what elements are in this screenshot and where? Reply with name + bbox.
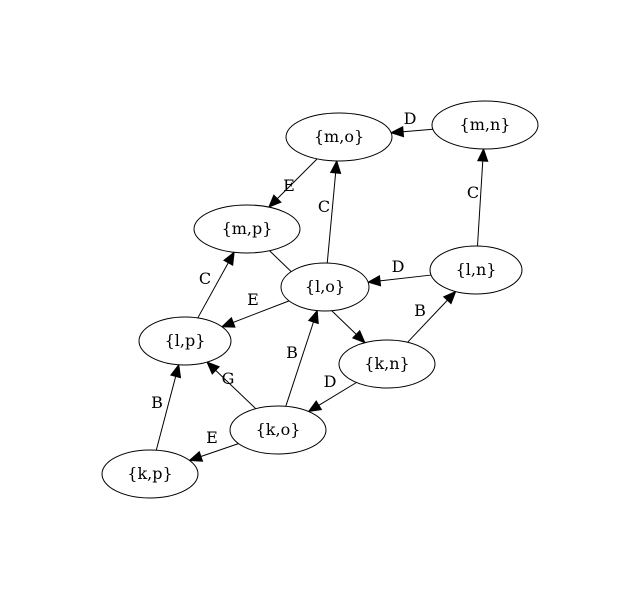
edge-label: C	[318, 197, 330, 216]
edge-label: E	[247, 290, 259, 309]
edge-line	[197, 262, 229, 319]
edge-label: C	[467, 183, 479, 202]
nodes-layer: {m,o} {m,n} {m,p} {l,n} {l,o} {l,p} {k,n} {k,o}…	[101, 100, 539, 499]
edge-label: D	[324, 372, 337, 391]
node-mo: {m,o}	[285, 112, 393, 162]
edge-label: B	[414, 301, 426, 320]
arrowhead-icon	[188, 450, 204, 462]
node-lo: {l,o}	[280, 262, 370, 312]
edge-mn-to-mo: D	[389, 109, 433, 138]
node-ellipse	[429, 245, 523, 295]
edges-layer: DECCDCEABBDGBE	[151, 109, 489, 462]
node-mn: {m,n}	[431, 100, 539, 150]
edge-label: B	[286, 343, 298, 362]
edge-line	[476, 160, 484, 247]
node-label: {k,p}	[127, 464, 172, 483]
node-label: {l,p}	[165, 331, 206, 350]
edge-ko-to-lp: G	[206, 361, 257, 410]
node-ellipse	[338, 339, 436, 389]
node-ellipse	[138, 316, 232, 366]
arrowhead-icon	[307, 309, 319, 325]
edge-kn-to-ln: B	[407, 290, 457, 343]
node-label: {m,p}	[222, 219, 273, 238]
edge-line	[285, 321, 314, 407]
edge-label: E	[283, 176, 295, 195]
node-ellipse	[101, 449, 199, 499]
edge-kn-to-ko: D	[307, 372, 357, 413]
edge-label: G	[222, 369, 235, 388]
edge-kp-to-lp: B	[151, 363, 182, 451]
arrowhead-icon	[170, 363, 182, 379]
arrowhead-icon	[351, 329, 366, 344]
edge-ko-to-lo: B	[285, 309, 319, 407]
edge-lo-to-mo: C	[318, 159, 342, 264]
arrowhead-icon	[389, 125, 405, 138]
arrowhead-icon	[307, 400, 323, 413]
edge-line	[407, 299, 448, 343]
arrowhead-icon	[267, 194, 282, 209]
node-ellipse	[193, 204, 301, 254]
arrowhead-icon	[223, 251, 235, 267]
node-lp: {l,p}	[138, 316, 232, 366]
node-ko: {k,o}	[229, 405, 327, 455]
edge-line	[233, 300, 290, 323]
node-mp: {m,p}	[193, 204, 301, 254]
edge-lo-to-lp: E	[220, 290, 290, 328]
node-label: {k,o}	[256, 420, 301, 439]
edge-line	[155, 376, 177, 451]
edge-ln-to-mn: C	[467, 147, 489, 247]
node-ellipse	[229, 405, 327, 455]
node-label: {l,o}	[305, 277, 345, 296]
edge-line	[276, 158, 318, 200]
arrowhead-icon	[329, 159, 342, 174]
edge-line	[403, 128, 433, 133]
edge-label: B	[151, 393, 163, 412]
node-ellipse	[280, 262, 370, 312]
node-label: {m,o}	[314, 127, 364, 146]
node-label: {l,n}	[456, 260, 497, 279]
edge-line	[318, 382, 357, 406]
arrowhead-icon	[366, 275, 382, 287]
edge-lp-to-mp: C	[197, 251, 235, 319]
node-label: {k,n}	[364, 354, 409, 373]
edge-label: E	[206, 428, 218, 447]
node-kn: {k,n}	[338, 339, 436, 389]
node-ellipse	[285, 112, 393, 162]
node-kp: {k,p}	[101, 449, 199, 499]
edge-ln-to-lo: D	[366, 257, 432, 287]
arrowhead-icon	[476, 147, 489, 162]
edge-label: D	[404, 109, 417, 128]
edge-line	[200, 443, 239, 457]
arrowhead-icon	[220, 316, 236, 328]
arrowhead-icon	[206, 361, 221, 375]
arrowhead-icon	[442, 290, 457, 305]
edge-label: D	[392, 257, 405, 276]
node-ellipse	[431, 100, 539, 150]
node-label: {m,n}	[460, 115, 511, 134]
edge-line	[379, 274, 432, 282]
edge-mo-to-mp: E	[267, 158, 318, 209]
edge-label: C	[199, 269, 211, 288]
edge-ko-to-kp: E	[188, 428, 239, 462]
edge-line	[215, 370, 257, 410]
edge-line	[326, 172, 337, 264]
node-ln: {l,n}	[429, 245, 523, 295]
